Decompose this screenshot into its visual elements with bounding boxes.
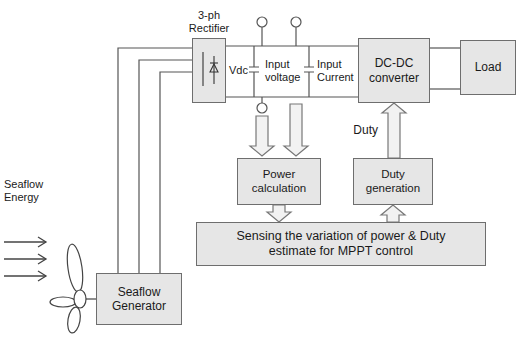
diode-bar [202,52,203,86]
wire-path [226,96,358,97]
process-box: Duty generation [353,158,433,205]
box-label: Sensing the variation of power & Duty es… [236,229,446,259]
box-heading: 3-ph Rectifier [179,9,239,35]
hollow-arrow [284,104,308,156]
hollow-arrow [267,205,291,222]
signal-name: Input voltage [265,58,305,84]
wire-path [226,45,358,46]
edge-label: Duty [353,123,378,137]
power-wire [118,48,192,273]
propeller [50,243,96,334]
box-label: Load [475,60,502,74]
source-label: Seaflow Energy [4,178,60,204]
capacitor-symbol [249,46,259,97]
current-sensor [291,17,301,27]
flow-arrow-head [38,237,46,247]
signal-name: Vdc [229,64,251,77]
diode-cathode [210,62,218,63]
hollow-arrow [381,205,405,222]
control-box: Sensing the variation of power & Duty es… [196,222,486,266]
power-wire [430,48,460,89]
process-box: Power calculation [237,158,321,205]
propeller-blade [50,297,76,307]
wire-path [118,48,192,273]
sensor-lead [261,97,262,103]
measure-arrows [250,104,308,156]
signal-arrow [382,103,406,158]
hollow-arrow [250,116,274,156]
wire-path [430,88,460,89]
generator-box: Seaflow Generator [96,273,182,325]
diode-triangle [210,64,218,72]
hollow-arrow [382,103,406,158]
sensor-lead [261,27,262,46]
flow-arrows [4,237,46,281]
voltage-sensor [257,103,267,113]
rectifier-box: 3-ph Rectifier [192,38,226,103]
diode-symbol [203,52,218,86]
flow-arrow [4,275,46,276]
wire-path [160,72,192,273]
box-label: DC-DC converter [365,56,423,85]
signal-arrow [267,205,291,222]
diode-lead [213,56,214,84]
capacitor-symbol [304,46,314,97]
propeller-blade [66,306,82,334]
box-label: Duty generation [360,168,426,196]
rectifier-fill [192,38,226,103]
box-label: Power calculation [244,168,314,196]
flow-arrow [4,258,46,259]
flow-arrow-head [38,271,46,281]
wire-path [139,60,192,273]
flow-arrow-head [38,254,46,264]
flow-arrow [4,241,46,242]
converter-box: DC-DC converter [358,38,430,103]
propeller-hub [74,290,86,308]
voltage-sensor [257,17,267,27]
signal-arrow [381,205,405,222]
signal-name: Input Current [317,58,357,84]
wire-path [430,47,460,48]
capacitors [249,46,314,97]
box-label: Seaflow Generator [103,285,175,314]
load-box: Load [460,40,516,95]
sensor-lead [295,27,296,46]
power-wire [226,46,358,97]
propeller-blade [65,243,86,292]
